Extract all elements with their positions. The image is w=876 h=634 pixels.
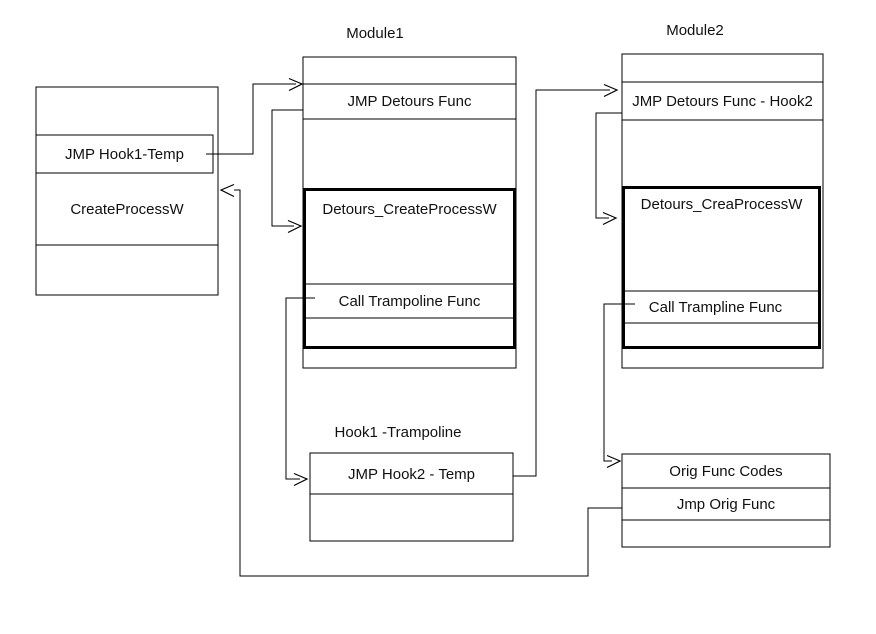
module2-jmp-detours-hook2-label: JMP Detours Func - Hook2 xyxy=(632,92,813,110)
module2-detour-box-outline xyxy=(622,186,821,349)
connector-call-trampoline-to-trampoline xyxy=(285,297,315,487)
connector-call-trampline-to-orig-codes xyxy=(603,303,635,469)
orig-func-box-outline xyxy=(621,453,831,548)
jmp-orig-func-label: Jmp Orig Func xyxy=(676,495,776,513)
module2-call-trampline-label: Call Trampline Func xyxy=(648,298,783,316)
process-box-outline xyxy=(35,86,219,296)
module1-title: Module1 xyxy=(346,24,404,42)
process-jmp-hook1-label: JMP Hook1-Temp xyxy=(65,145,184,163)
connector-trampoline-to-module2 xyxy=(513,83,619,477)
connector-jmp-detours-to-detour-func xyxy=(271,109,303,234)
connector-jmp-detours-hook2-to-detour-func2 xyxy=(595,112,622,226)
module1-detour-box-outline xyxy=(303,188,516,349)
module2-detour-func-label: Detours_CreaProcessW xyxy=(640,195,803,213)
process-createprocessw-label: CreateProcessW xyxy=(70,200,184,218)
module1-detour-func-label: Detours_CreateProcessW xyxy=(322,200,497,218)
connector-jmp-hook1-to-module1 xyxy=(206,77,304,155)
trampoline-title: Hook1 -Trampoline xyxy=(334,423,462,441)
trampoline-jmp-hook2-label: JMP Hook2 - Temp xyxy=(348,466,475,483)
orig-func-codes-label: Orig Func Codes xyxy=(669,462,783,480)
module1-jmp-detours-label: JMP Detours Func xyxy=(347,93,472,110)
module1-call-trampoline-label: Call Trampoline Func xyxy=(338,292,481,310)
connector-jmp-orig-to-createprocessw xyxy=(219,183,622,577)
module2-title: Module2 xyxy=(666,21,724,39)
trampoline-box-outline xyxy=(309,452,514,542)
module2-box-outline xyxy=(621,53,824,369)
